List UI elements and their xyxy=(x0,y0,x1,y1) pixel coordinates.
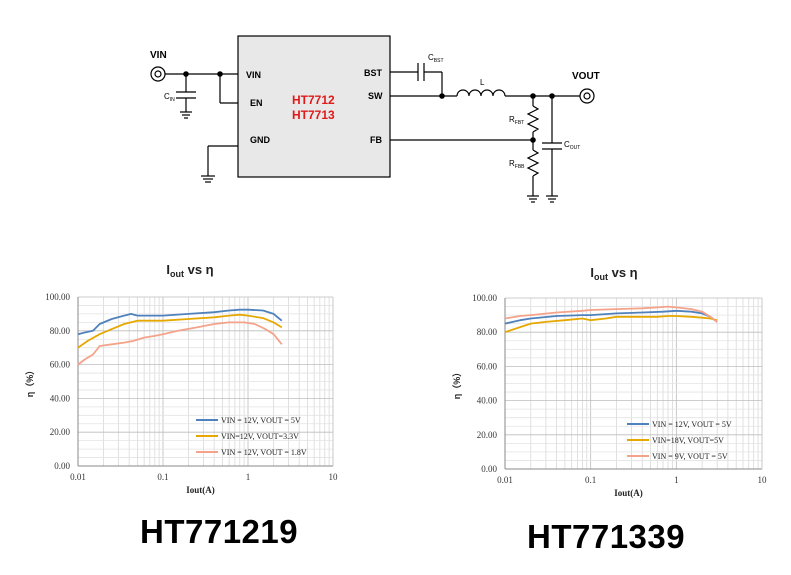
x-tick-label: 1 xyxy=(246,472,251,482)
schematic xyxy=(150,35,595,203)
vin-label: VIN xyxy=(150,50,167,61)
series-line-0 xyxy=(77,308,283,336)
pin-sw: SW xyxy=(368,91,383,101)
y-tick-label: 100.00 xyxy=(45,292,70,302)
chart-legend: VIN = 12V, VOUT = 5V VIN=18V, VOUT=5V VIN … xyxy=(627,420,732,461)
legend-label: VIN = 12V, VOUT = 1.8V xyxy=(221,448,307,457)
x-tick-label: 0.01 xyxy=(70,472,86,482)
rfbb-resistor xyxy=(526,149,540,177)
y-tick-label: 0.00 xyxy=(54,461,70,471)
series-line-2 xyxy=(77,321,283,366)
efficiency-chart-left: 0.00 20.00 40.00 60.00 80.00 100.00 0.01 0.1 1 10… xyxy=(25,262,338,495)
series-line-1 xyxy=(77,313,283,349)
x-tick-label: 1 xyxy=(674,475,679,485)
y-tick-label: 40.00 xyxy=(477,396,498,406)
cin-label: CIN xyxy=(164,92,175,103)
y-tick-label: 20.00 xyxy=(50,427,71,437)
bottom-label-right: HT771339 xyxy=(527,518,686,555)
inductor-label: L xyxy=(480,78,485,87)
y-tick-label: 40.00 xyxy=(50,393,71,403)
part-name-2: HT7713 xyxy=(292,108,335,122)
pin-fb: FB xyxy=(370,135,382,145)
x-tick-label: 0.01 xyxy=(497,475,513,485)
x-tick-label: 10 xyxy=(329,472,339,482)
part-name-1: HT7712 xyxy=(292,93,335,107)
legend-label: VIN=18V, VOUT=5V xyxy=(652,436,724,445)
pin-gnd: GND xyxy=(250,135,271,145)
series-line-0 xyxy=(504,309,718,325)
x-axis-title: Iout(A) xyxy=(614,488,643,498)
y-tick-label: 80.00 xyxy=(477,327,498,337)
legend-label: VIN=12V, VOUT=3.3V xyxy=(221,432,299,441)
legend-label: VIN = 12V, VOUT = 5V xyxy=(221,416,301,425)
rfbt-resistor xyxy=(526,105,540,133)
chart-legend: VIN = 12V, VOUT = 5V VIN=12V, VOUT=3.3V VI… xyxy=(196,416,307,457)
y-tick-label: 20.00 xyxy=(477,430,498,440)
inductor-coil xyxy=(456,89,506,97)
chip-body xyxy=(237,35,391,178)
y-axis-title: η（%） xyxy=(25,366,35,398)
vin-terminal-icon xyxy=(150,66,166,82)
vout-terminal-icon xyxy=(579,88,595,104)
efficiency-chart-right: 0.00 20.00 40.00 60.00 80.00 100.00 0.01 0.1 1 10… xyxy=(452,265,767,498)
pin-en: EN xyxy=(250,98,263,108)
rfbt-label: RFBT xyxy=(509,115,524,126)
chart-grid xyxy=(504,297,762,470)
x-tick-label: 10 xyxy=(758,475,768,485)
x-tick-label: 0.1 xyxy=(585,475,596,485)
legend-label: VIN = 12V, VOUT = 5V xyxy=(652,420,732,429)
x-tick-label: 0.1 xyxy=(157,472,168,482)
y-tick-label: 60.00 xyxy=(477,361,498,371)
legend-label: VIN = 9V, VOUT = 5V xyxy=(652,452,728,461)
y-tick-label: 100.00 xyxy=(472,293,497,303)
cbst-label: CBST xyxy=(428,53,444,64)
chart-title: Iout vs η xyxy=(166,262,213,279)
bottom-label-left: HT771219 xyxy=(140,513,299,550)
pin-bst: BST xyxy=(364,68,383,78)
chart-title: Iout vs η xyxy=(590,265,637,282)
pin-vin: VIN xyxy=(246,70,261,80)
series-line-1 xyxy=(504,315,718,334)
y-tick-label: 80.00 xyxy=(50,326,71,336)
y-axis-title: η（%） xyxy=(452,368,462,400)
x-axis-title: Iout(A) xyxy=(186,485,215,495)
rfbb-label: RFBB xyxy=(509,159,525,170)
y-tick-label: 0.00 xyxy=(481,464,497,474)
cout-label: COUT xyxy=(564,140,580,151)
series-line-2 xyxy=(504,305,718,323)
y-tick-label: 60.00 xyxy=(50,360,71,370)
vout-label: VOUT xyxy=(572,71,600,82)
